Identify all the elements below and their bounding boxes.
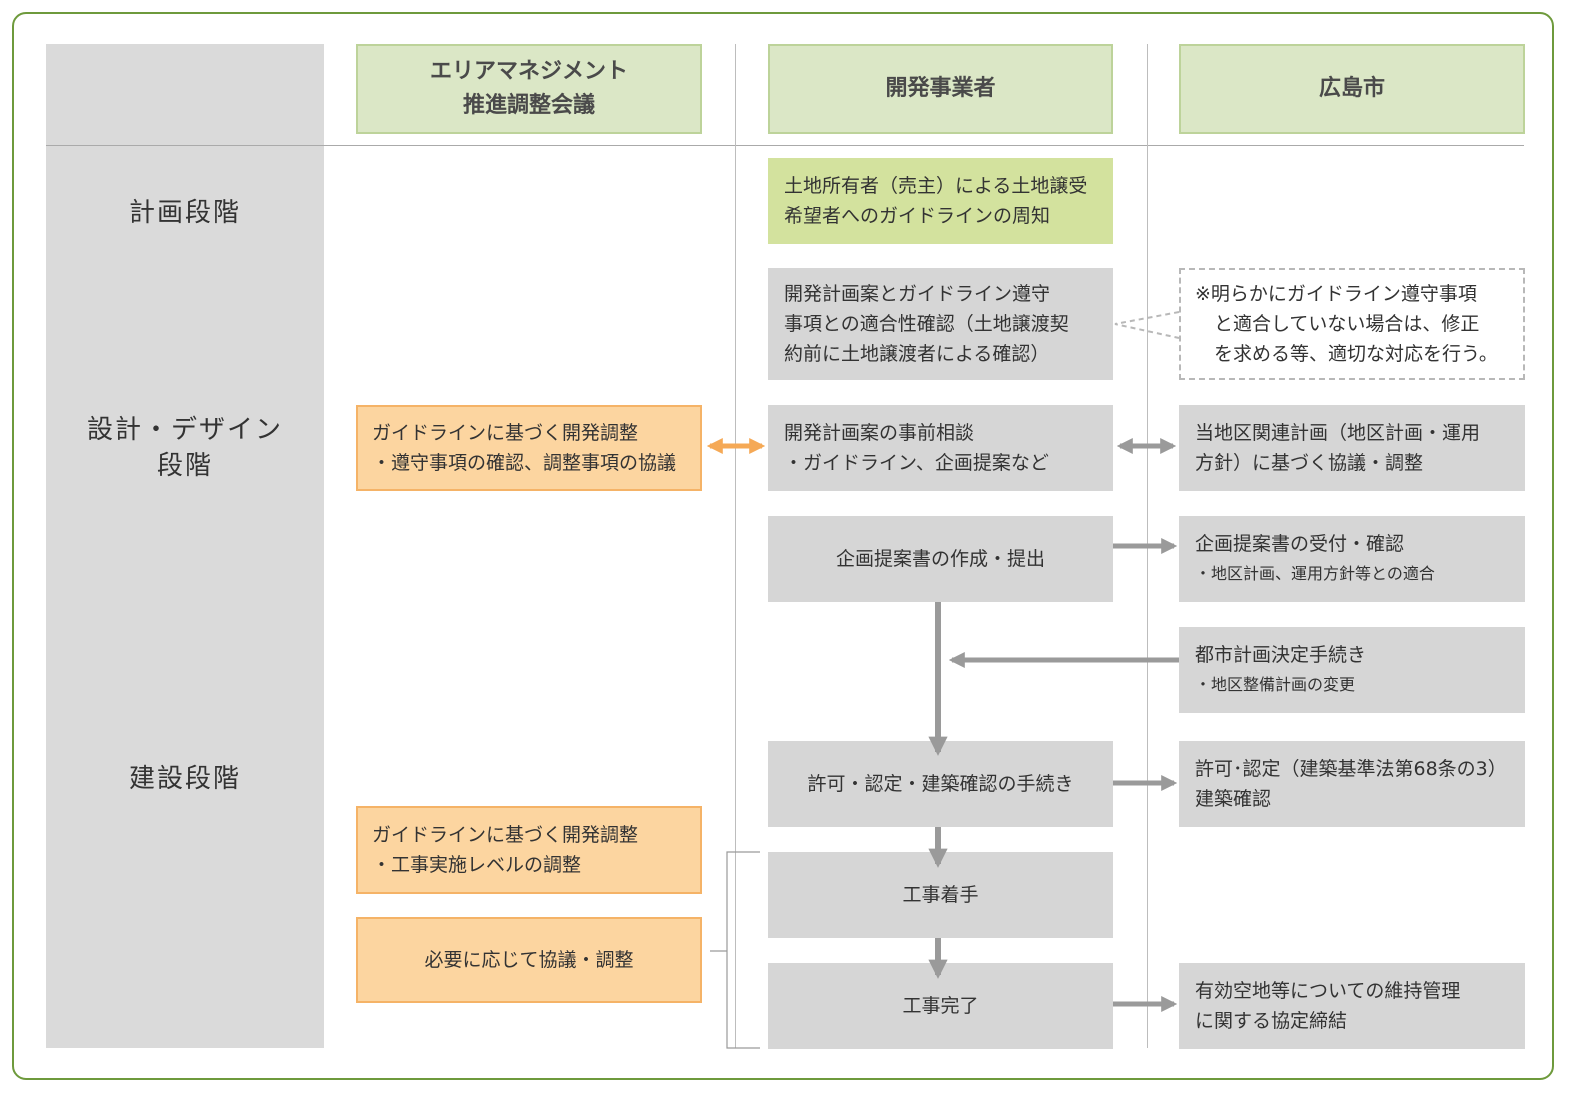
header-city: 広島市 xyxy=(1179,44,1525,134)
stage-design: 設計・デザイン 段階 xyxy=(86,415,283,481)
city-urban-plan-title: 都市計画決定手続き xyxy=(1195,644,1367,666)
area-design-adjust: ガイドラインに基づく開発調整 ・遵守事項の確認、調整事項の協議 xyxy=(356,405,702,491)
step-pre-consultation: 開発計画案の事前相談 ・ガイドライン、企画提案など xyxy=(768,405,1113,491)
note-callout xyxy=(1114,311,1180,339)
city-maintenance: 有効空地等についての維持管理 に関する協定締結 xyxy=(1179,963,1525,1049)
header-divider xyxy=(46,145,1524,146)
stage-column xyxy=(46,44,324,1048)
city-proposal-receive-sub: ・地区計画、運用方針等との適合 xyxy=(1195,564,1435,583)
city-proposal-receive-title: 企画提案書の受付・確認 xyxy=(1195,533,1405,555)
outer-frame xyxy=(12,12,1554,1080)
header-developer: 開発事業者 xyxy=(768,44,1113,134)
city-related-plan: 当地区関連計画（地区計画・運用 方針）に基づく協議・調整 xyxy=(1179,405,1525,491)
step-proposal-submit: 企画提案書の作成・提出 xyxy=(768,516,1113,602)
area-as-needed: 必要に応じて協議・調整 xyxy=(356,917,702,1003)
step-guideline-notice: 土地所有者（売主）による土地譲受 希望者へのガイドラインの周知 xyxy=(768,158,1113,244)
header-area-management: エリアマネジメント 推進調整会議 xyxy=(356,44,702,134)
lane-divider-1 xyxy=(735,44,736,1048)
city-proposal-receive: 企画提案書の受付・確認 ・地区計画、運用方針等との適合 xyxy=(1179,516,1525,602)
city-urban-plan-sub: ・地区整備計画の変更 xyxy=(1195,675,1356,694)
area-construction-adjust: ガイドラインに基づく開発調整 ・工事実施レベルの調整 xyxy=(356,806,702,894)
city-urban-plan: 都市計画決定手続き ・地区整備計画の変更 xyxy=(1179,627,1525,713)
city-permit: 許可･認定（建築基準法第68条の3） 建築確認 xyxy=(1179,741,1525,827)
stage-planning: 計画段階 xyxy=(128,198,241,228)
city-note: ※明らかにガイドライン遵守事項 と適合していない場合は、修正 を求める等、適切な… xyxy=(1179,268,1525,380)
stage-construction: 建設段階 xyxy=(128,764,241,794)
construction-bracket xyxy=(726,851,760,1049)
step-compliance-check: 開発計画案とガイドライン遵守 事項との適合性確認（土地譲渡契 約前に土地譲渡者に… xyxy=(768,268,1113,380)
